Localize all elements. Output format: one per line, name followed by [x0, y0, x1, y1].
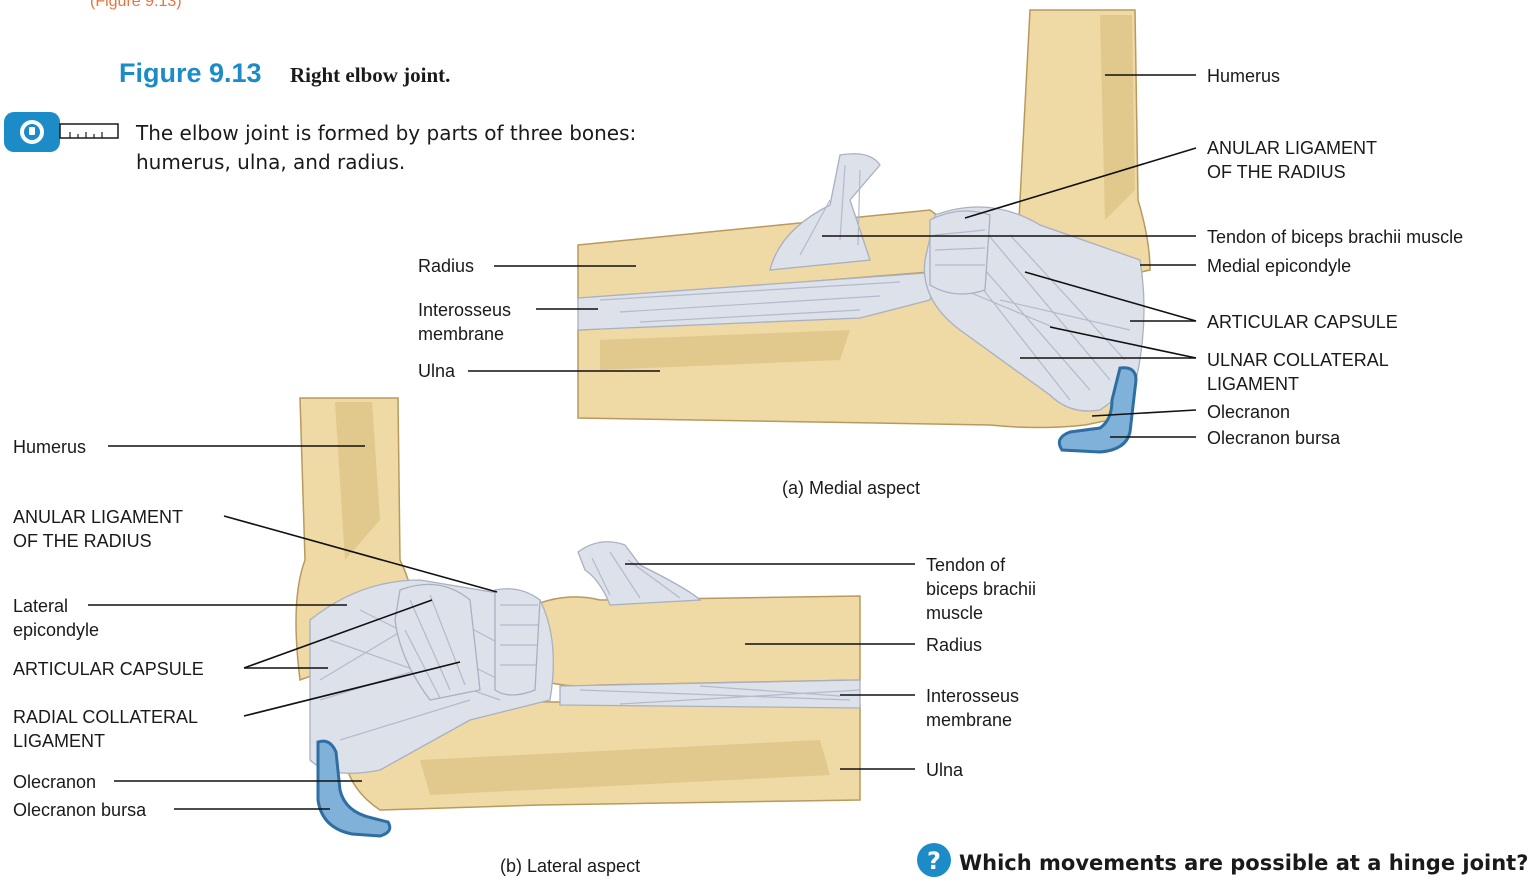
label-b-radius: Radius: [926, 635, 982, 655]
label-a-ulnar-collateral-1: ULNAR COLLATERAL: [1207, 350, 1389, 370]
label-b-olecranon-bursa: Olecranon bursa: [13, 800, 147, 820]
figure-title: Right elbow joint.: [290, 63, 450, 87]
intro-line-2: humerus, ulna, and radius.: [136, 150, 405, 174]
panel-a-illustration: [578, 10, 1150, 452]
label-b-lateral-epicondyle-1: Lateral: [13, 596, 68, 616]
panel-b-illustration: [296, 398, 860, 836]
label-b-tendon-2: biceps brachii: [926, 579, 1036, 599]
label-a-interosseus-1: Interosseus: [418, 300, 511, 320]
key-icon: [4, 112, 118, 152]
question-text: Which movements are possible at a hinge …: [959, 851, 1528, 875]
question-icon: ?: [917, 843, 951, 877]
label-a-olecranon: Olecranon: [1207, 402, 1290, 422]
label-b-anular-1: ANULAR LIGAMENT: [13, 507, 183, 527]
label-a-interosseus-2: membrane: [418, 324, 504, 344]
label-a-radius: Radius: [418, 256, 474, 276]
label-b-anular-2: OF THE RADIUS: [13, 531, 152, 551]
label-b-interosseus-1: Interosseus: [926, 686, 1019, 706]
label-b-tendon-1: Tendon of: [926, 555, 1006, 575]
label-a-tendon: Tendon of biceps brachii muscle: [1207, 227, 1463, 247]
label-b-radial-collateral-1: RADIAL COLLATERAL: [13, 707, 198, 727]
figure-number: Figure 9.13: [119, 58, 262, 88]
label-a-articular-capsule: ARTICULAR CAPSULE: [1207, 312, 1398, 332]
label-a-anular-1: ANULAR LIGAMENT: [1207, 138, 1377, 158]
label-a-medial-epicondyle: Medial epicondyle: [1207, 256, 1351, 276]
top-crop-text: (Figure 9.13): [90, 0, 182, 10]
label-b-interosseus-2: membrane: [926, 710, 1012, 730]
label-a-humerus: Humerus: [1207, 66, 1280, 86]
label-b-humerus: Humerus: [13, 437, 86, 457]
label-a-ulna: Ulna: [418, 361, 456, 381]
intro-line-1: The elbow joint is formed by parts of th…: [135, 121, 636, 145]
label-b-tendon-3: muscle: [926, 603, 983, 623]
label-b-radial-collateral-2: LIGAMENT: [13, 731, 105, 751]
caption-b: (b) Lateral aspect: [500, 856, 640, 876]
label-a-ulnar-collateral-2: LIGAMENT: [1207, 374, 1299, 394]
label-b-ulna: Ulna: [926, 760, 964, 780]
label-a-olecranon-bursa: Olecranon bursa: [1207, 428, 1341, 448]
label-a-anular-2: OF THE RADIUS: [1207, 162, 1346, 182]
question-icon-glyph: ?: [927, 847, 941, 875]
caption-a: (a) Medial aspect: [782, 478, 920, 498]
label-b-articular-capsule: ARTICULAR CAPSULE: [13, 659, 204, 679]
label-b-lateral-epicondyle-2: epicondyle: [13, 620, 99, 640]
label-b-olecranon: Olecranon: [13, 772, 96, 792]
